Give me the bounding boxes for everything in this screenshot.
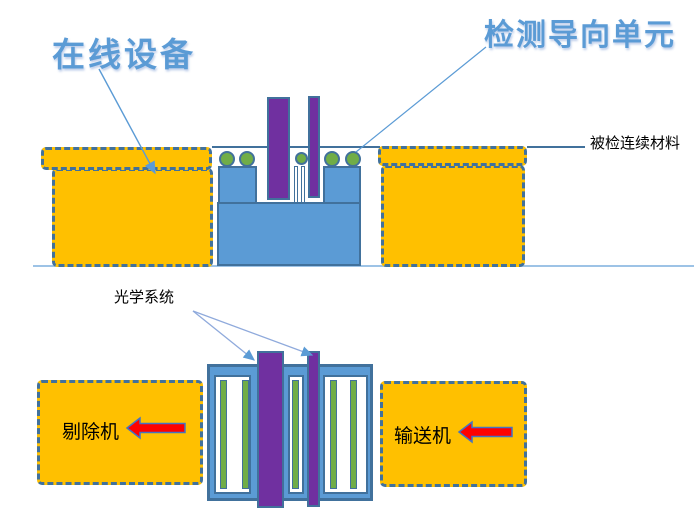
guide-roller: [219, 151, 235, 167]
material-line: [212, 146, 380, 148]
guide-pillar-right: [323, 166, 361, 204]
leader-line-optical-1: [192, 310, 256, 361]
guide-roller: [324, 151, 340, 167]
guide-roller: [345, 151, 361, 167]
camera-bar-wide: [267, 97, 290, 200]
online-device-box-right-lid: [378, 146, 527, 166]
online-device-box-right-body: [381, 165, 525, 267]
detection-guide-unit-label: 检测导向单元: [484, 19, 676, 52]
leader-line-optical-2: [192, 310, 314, 357]
inspected-material-label: 被检连续材料: [590, 135, 681, 152]
guide-roller: [239, 151, 255, 167]
online-device-label: 在线设备: [52, 36, 196, 73]
camera-bar-narrow: [308, 96, 320, 198]
sensor-strip: [294, 166, 298, 203]
led-stripe: [330, 380, 337, 489]
online-device-box-left-lid: [41, 147, 212, 170]
guide-pillar-left: [218, 166, 257, 204]
online-device-box-left-body: [52, 168, 213, 267]
led-stripe: [220, 380, 227, 489]
optical-system-label: 光学系统: [114, 289, 175, 306]
leader-line-detection-unit: [355, 46, 487, 153]
led-stripe: [292, 380, 299, 489]
detection-unit-base: [217, 202, 361, 266]
conveyor-label: 输送机: [394, 426, 452, 447]
camera-bar-narrow-plan: [307, 351, 320, 507]
camera-bar-wide-plan: [257, 351, 284, 508]
ground-line: [33, 265, 694, 267]
rejector-label: 剔除机: [62, 422, 120, 443]
material-line: [527, 146, 585, 148]
led-stripe: [350, 380, 357, 489]
led-stripe: [242, 380, 249, 489]
guide-roller: [295, 152, 308, 165]
sensor-strip: [301, 166, 305, 203]
